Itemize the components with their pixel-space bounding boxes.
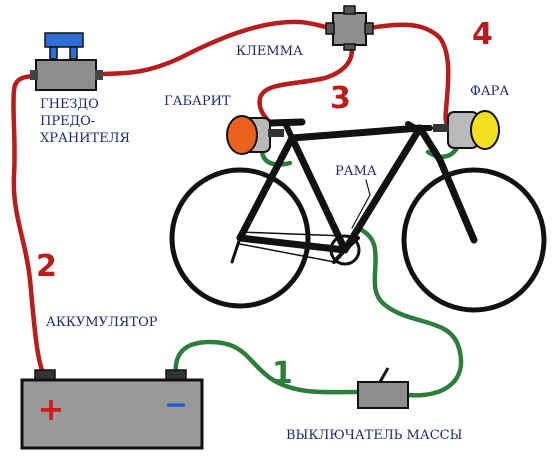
headlight-label: ФАРА xyxy=(470,84,509,99)
wire-number-4: 4 xyxy=(472,17,493,52)
side-light-lens xyxy=(226,115,258,155)
bicycle xyxy=(169,118,547,313)
wire-number-2: 2 xyxy=(36,249,57,284)
fuse-socket-body xyxy=(35,59,97,91)
ground-switch-lever xyxy=(378,367,390,383)
terminal-label: КЛЕММА xyxy=(236,44,303,59)
headlight-lens xyxy=(470,110,500,150)
ground-switch-body xyxy=(357,381,409,409)
battery-body xyxy=(20,378,204,450)
handlebar xyxy=(405,121,433,131)
ground-switch-label: ВЫКЛЮЧАТЕЛЬ МАССЫ xyxy=(286,428,463,443)
terminal-tab-top xyxy=(343,5,356,15)
wire-4-terminal-to-headlight xyxy=(363,22,451,129)
fuse-socket-lead-left xyxy=(30,70,38,80)
wire-switch-to-frame xyxy=(355,225,464,398)
terminal-tab-left xyxy=(325,22,335,35)
crank xyxy=(332,236,360,264)
headlight xyxy=(433,110,500,150)
side-light-mount xyxy=(268,129,284,137)
chain xyxy=(239,231,346,265)
side-light xyxy=(226,115,284,155)
wire-1-battery-to-ground-switch xyxy=(173,339,361,395)
terminal-block xyxy=(325,5,374,51)
wire-3-terminal-to-side-light xyxy=(257,39,354,127)
fuse-cap xyxy=(44,32,84,48)
seat-post xyxy=(283,122,295,141)
fuse-pin-left xyxy=(49,46,58,60)
fuse-pin-right xyxy=(69,46,78,60)
rear-stand xyxy=(230,236,242,264)
fuse-socket-label-line-3: ХРАНИТЕЛЯ xyxy=(40,131,130,146)
battery-label: АККУМУЛЯТОР xyxy=(46,315,158,330)
side-light-label: ГАБАРИТ xyxy=(164,94,231,109)
frame-pointer-line xyxy=(351,179,371,229)
battery-plus-sign: + xyxy=(38,390,65,428)
terminal-body xyxy=(332,12,367,46)
fuse-socket-label-line-2: ПРЕДО- xyxy=(40,114,95,129)
battery-minus-sign: − xyxy=(164,388,187,421)
headlight-mount xyxy=(433,124,449,132)
terminal-tab-right xyxy=(364,22,374,35)
rear-wheel xyxy=(169,167,311,309)
wire-fuse-to-terminal xyxy=(95,19,336,77)
fuse-socket xyxy=(30,32,103,91)
ground-wires xyxy=(173,143,464,398)
saddle xyxy=(266,118,306,127)
fuse-socket-lead-right xyxy=(95,70,103,80)
fuse-socket-label-line-1: ГНЕЗДО xyxy=(40,97,99,112)
live-wires xyxy=(11,19,451,381)
fork xyxy=(416,124,478,244)
ground-switch xyxy=(357,367,409,409)
wire-number-3: 3 xyxy=(330,81,351,116)
fuse-socket-label: ГНЕЗДО ПРЕДО- ХРАНИТЕЛЯ xyxy=(40,97,130,146)
front-wheel xyxy=(401,167,547,313)
terminal-tab-bottom xyxy=(343,43,356,51)
battery: + − xyxy=(20,369,204,450)
wire-number-1: 1 xyxy=(272,356,293,391)
frame-label: РАМА xyxy=(335,164,377,179)
wire-2-battery-to-fuse xyxy=(11,73,48,381)
